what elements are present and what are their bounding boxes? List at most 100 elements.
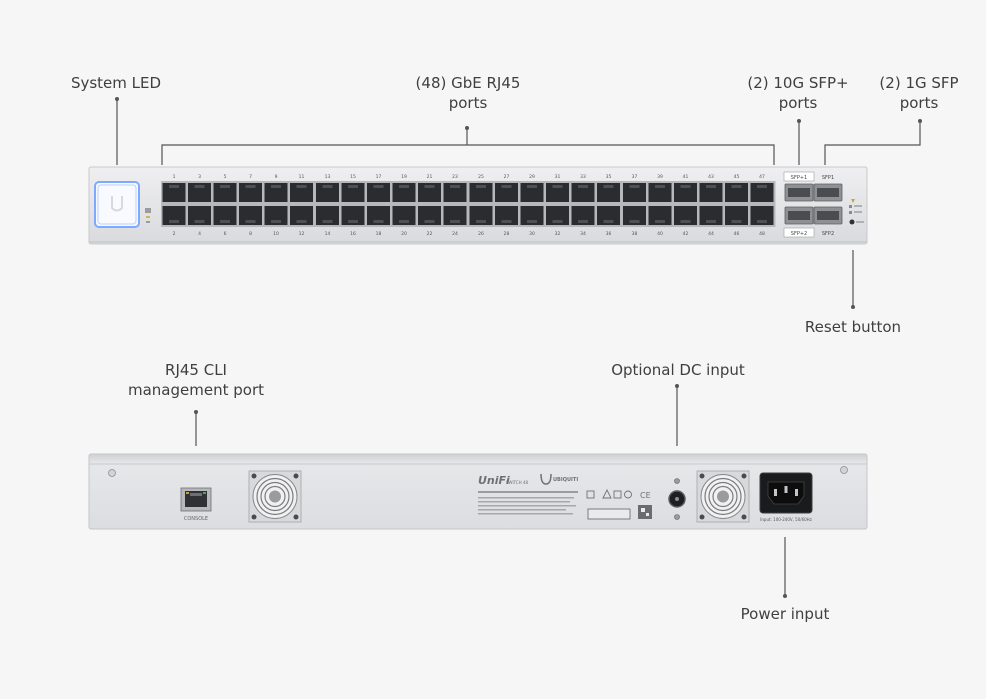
- rj45-port: [239, 183, 262, 202]
- port-number-bottom: 40: [657, 231, 663, 237]
- port-number-top: 47: [759, 174, 765, 180]
- port-latch: [245, 220, 256, 223]
- port-number-bottom: 2: [173, 231, 176, 237]
- rj45-port: [213, 183, 237, 202]
- reset-button: [849, 219, 864, 225]
- port-latch: [194, 220, 205, 223]
- rj45-port: [443, 206, 467, 225]
- port-latch: [731, 220, 742, 223]
- sfp-plus-ports-label: (2) 10G SFP+ ports: [747, 74, 849, 112]
- port-number-bottom: 38: [632, 231, 638, 237]
- sfp-plus-1-label: SFP+1: [791, 175, 807, 181]
- port-block: [621, 181, 776, 227]
- port-number-top: 3: [198, 174, 201, 180]
- port-latch: [527, 220, 537, 223]
- port-number-bottom: 46: [734, 231, 740, 237]
- rj45-port: [418, 183, 441, 202]
- rj45-port: [188, 206, 211, 225]
- port-number-bottom: 10: [273, 231, 279, 237]
- port-latch: [271, 185, 281, 188]
- port-number-bottom: 20: [401, 231, 407, 237]
- port-latch: [296, 185, 307, 188]
- rj45-port: [546, 183, 569, 202]
- port-latch: [757, 220, 767, 223]
- port-number-bottom: 30: [529, 231, 535, 237]
- rj45-port: [418, 206, 441, 225]
- port-latch: [424, 220, 435, 223]
- port-latch: [731, 185, 742, 188]
- rj45-port: [699, 206, 723, 225]
- console-port: [180, 487, 212, 512]
- rj45-port: [750, 183, 774, 202]
- rj45-port: [495, 206, 518, 225]
- port-latch: [296, 220, 307, 223]
- port-latch: [322, 220, 333, 223]
- rj45-port-grid: [161, 181, 776, 227]
- rj45-port: [367, 206, 390, 225]
- port-number-bottom: 32: [555, 231, 561, 237]
- rj45-port: [392, 183, 416, 202]
- port-latch: [194, 185, 205, 188]
- port-number-top: 35: [606, 174, 612, 180]
- rj45-port: [290, 206, 313, 225]
- rj45-port: [648, 183, 672, 202]
- sfp-leds: [849, 199, 862, 214]
- system-led-label: System LED: [70, 74, 162, 92]
- port-number-top: 7: [249, 174, 252, 180]
- port-latch: [578, 185, 588, 188]
- port-block: [161, 181, 315, 227]
- rj45-port: [264, 206, 288, 225]
- port-number-bottom: 18: [376, 231, 382, 237]
- port-latch: [655, 185, 665, 188]
- cli-port-label: RJ45 CLI management port: [128, 361, 264, 399]
- rj45-port: [239, 206, 262, 225]
- rj45-port: [367, 183, 390, 202]
- vendor-text: UBIQUITI: [553, 477, 578, 483]
- port-number-top: 9: [275, 174, 278, 180]
- port-latch: [373, 220, 384, 223]
- rj45-port: [316, 206, 339, 225]
- sfp-plus-2-label: SFP+2: [791, 231, 807, 237]
- port-latch: [552, 185, 563, 188]
- port-latch: [399, 185, 409, 188]
- port-number-bottom: 4: [198, 231, 201, 237]
- sfp-1-label: SFP1: [822, 175, 834, 181]
- port-latch: [450, 185, 460, 188]
- port-latch: [450, 220, 460, 223]
- port-number-top: 37: [632, 174, 638, 180]
- port-number-top: 13: [325, 174, 331, 180]
- fan-right: [696, 470, 750, 523]
- rj45-port: [341, 183, 365, 202]
- port-number-bottom: 16: [350, 231, 356, 237]
- port-number-top: 15: [350, 174, 356, 180]
- port-latch: [706, 220, 716, 223]
- port-number-top: 33: [580, 174, 586, 180]
- port-latch: [322, 185, 333, 188]
- port-latch: [220, 185, 230, 188]
- port-latch: [629, 185, 640, 188]
- port-latch: [245, 185, 256, 188]
- port-number-top: 1: [173, 174, 176, 180]
- ubiquiti-logo-icon: [540, 473, 552, 485]
- rj45-port: [290, 183, 313, 202]
- rj45-port: [571, 183, 595, 202]
- port-number-top: 41: [683, 174, 689, 180]
- port-number-top: 19: [401, 174, 407, 180]
- port-number-bottom: 36: [606, 231, 612, 237]
- rj45-port: [162, 183, 186, 202]
- dc-input-label: Optional DC input: [611, 361, 745, 379]
- port-latch: [603, 220, 614, 223]
- rj45-port: [597, 183, 620, 202]
- rj45-port: [341, 206, 365, 225]
- rj45-port: [495, 183, 518, 202]
- port-latch: [603, 185, 614, 188]
- port-latch: [680, 220, 691, 223]
- power-input-label: Power input: [740, 605, 830, 623]
- port-latch: [399, 220, 409, 223]
- port-number-top: 39: [657, 174, 663, 180]
- port-latch: [169, 185, 179, 188]
- port-latch: [169, 220, 179, 223]
